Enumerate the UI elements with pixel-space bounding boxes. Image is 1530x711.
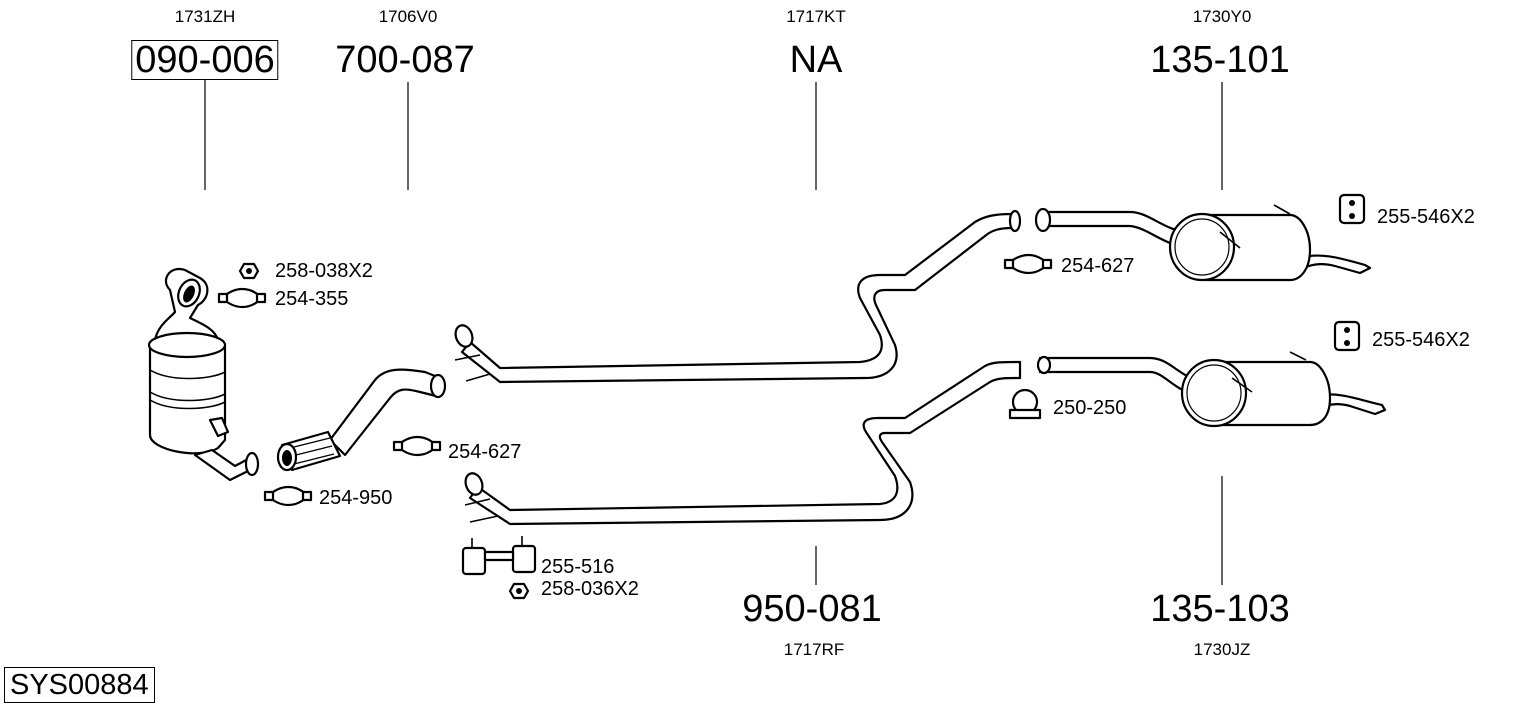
accessory-label[interactable]: 254-627: [1061, 255, 1135, 277]
oem-ref-label: 1731ZH: [174, 7, 236, 26]
rear-silencer-b-drawing[interactable]: [1036, 351, 1387, 428]
part-number-label[interactable]: 950-081: [742, 588, 882, 630]
part-number-label[interactable]: 135-101: [1150, 39, 1290, 81]
rear-silencer-a-drawing[interactable]: [1034, 204, 1372, 282]
clamp-icon: [392, 435, 442, 457]
oem-ref-label: 1717RF: [783, 640, 845, 659]
part-number-label[interactable]: NA: [789, 39, 843, 81]
clamp-icon: [217, 287, 267, 309]
accessory-label[interactable]: 250-250: [1053, 397, 1127, 419]
accessory-label[interactable]: 255-546X2: [1377, 206, 1475, 228]
nut-icon: [238, 262, 260, 280]
part-number-label[interactable]: 700-087: [335, 39, 475, 81]
oem-ref-label: 1717KT: [786, 7, 846, 26]
centre-pipe-a-drawing[interactable]: [453, 209, 1022, 384]
nut-icon: [508, 582, 530, 600]
system-code-label: SYS00884: [4, 667, 155, 703]
oem-ref-label: 1730Y0: [1192, 7, 1252, 26]
accessory-label[interactable]: 258-038X2: [275, 260, 373, 282]
centre-pipe-b-drawing[interactable]: [463, 360, 1022, 526]
accessory-label[interactable]: 254-627: [448, 441, 522, 463]
bracket-icon: [461, 536, 537, 576]
rubber-mount-icon: [1333, 320, 1361, 352]
clamp-icon: [1003, 253, 1053, 275]
catalytic-converter-drawing[interactable]: [147, 267, 260, 482]
accessory-label[interactable]: 254-950: [319, 487, 393, 509]
clamp-icon: [263, 485, 313, 507]
accessory-label[interactable]: 255-516: [541, 556, 615, 578]
u-clamp-icon: [1008, 388, 1042, 420]
oem-ref-label: 1730JZ: [1193, 640, 1251, 659]
part-number-label[interactable]: 135-103: [1150, 588, 1290, 630]
part-number-label-highlighted[interactable]: 090-006: [131, 40, 279, 80]
front-pipe-drawing[interactable]: [276, 368, 447, 472]
oem-ref-label: 1706V0: [378, 7, 438, 26]
accessory-label[interactable]: 254-355: [275, 288, 349, 310]
accessory-label[interactable]: 258-036X2: [541, 578, 639, 600]
accessory-label[interactable]: 255-546X2: [1372, 329, 1470, 351]
rubber-mount-icon: [1338, 193, 1366, 225]
